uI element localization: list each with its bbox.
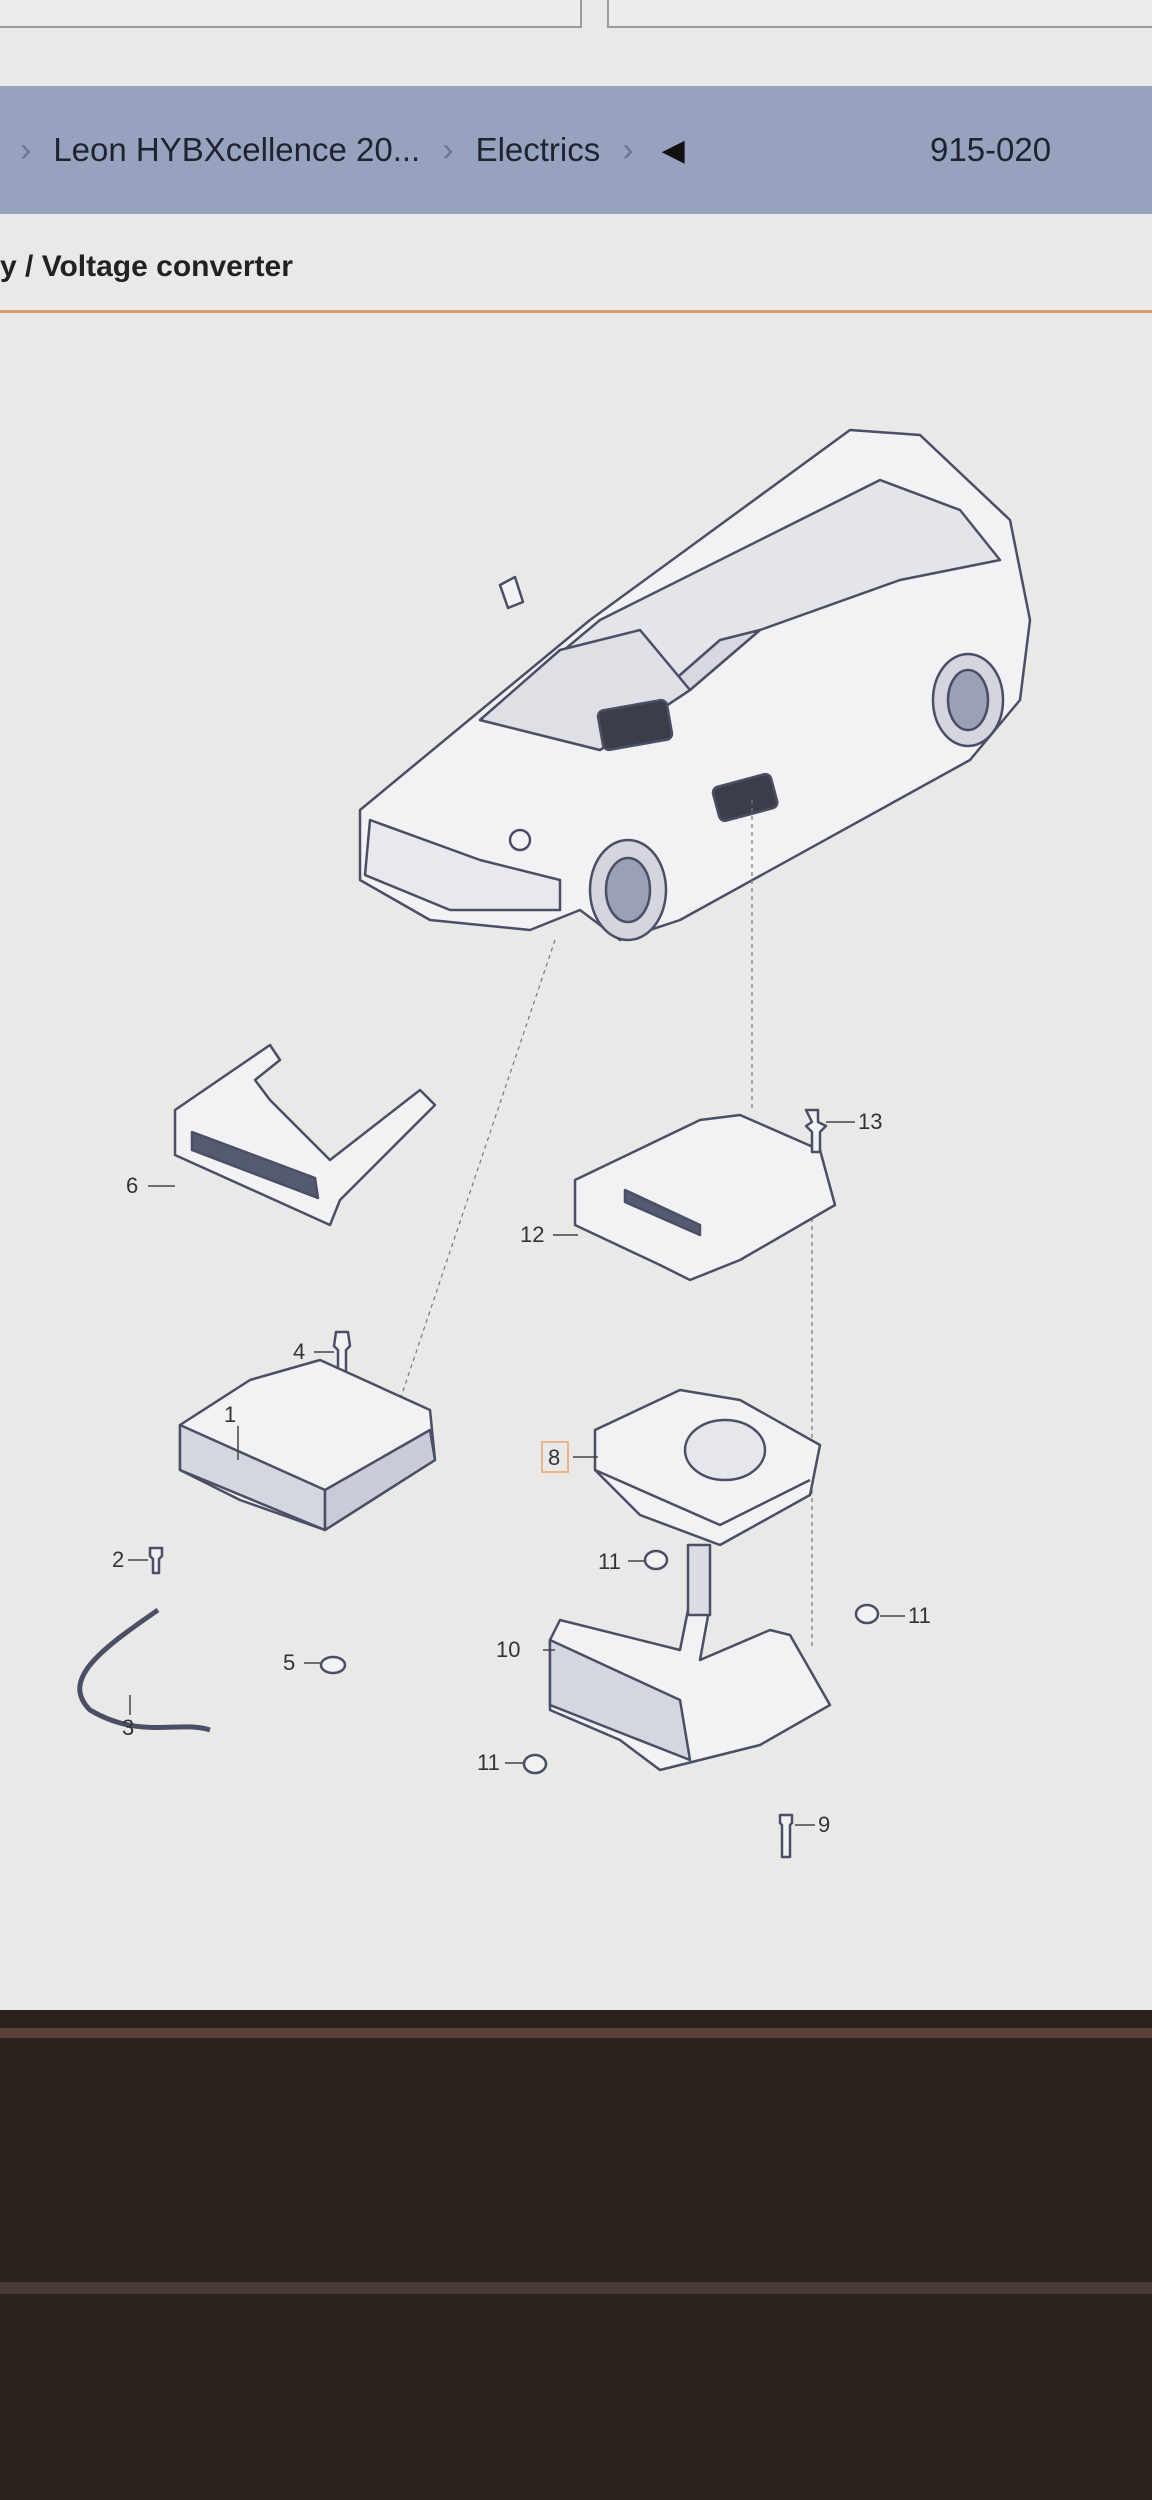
monitor-bezel-edge	[0, 2028, 1152, 2038]
part-2-screw	[148, 1546, 164, 1575]
part-4-screw	[332, 1330, 352, 1374]
part-3-cable	[77, 1607, 211, 1733]
leader-lines	[399, 800, 813, 1650]
label-12[interactable]: 12	[520, 1222, 544, 1247]
part-9-screw	[778, 1813, 794, 1859]
part-8-control-unit	[593, 1388, 822, 1547]
label-11[interactable]: 11	[908, 1603, 931, 1628]
divider	[0, 310, 1152, 313]
part-10-tray	[548, 1543, 832, 1772]
label-6[interactable]: 6	[126, 1173, 138, 1198]
chevron-right-icon: ›	[20, 130, 32, 169]
chevron-right-icon: ›	[622, 130, 634, 169]
chevron-right-icon: ›	[442, 130, 454, 169]
part-6-bracket	[173, 1043, 437, 1227]
car-illustration	[358, 428, 1032, 942]
breadcrumb: › Leon HYBXcellence 20... › Electrics › …	[0, 86, 1152, 214]
label-13[interactable]: 13	[858, 1109, 882, 1134]
triangle-left-icon[interactable]: ◀	[661, 133, 685, 167]
label-9[interactable]: 9	[818, 1812, 830, 1837]
monitor-bezel-edge	[0, 2282, 1152, 2294]
label-11[interactable]: 11	[598, 1549, 621, 1574]
label-8[interactable]: 8	[548, 1445, 560, 1470]
part-5-nut	[319, 1655, 347, 1675]
label-3[interactable]: 3	[122, 1715, 134, 1740]
label-5[interactable]: 5	[283, 1650, 295, 1675]
part-1-voltage-converter	[178, 1358, 437, 1532]
part-11-nut	[522, 1753, 548, 1775]
highlight-box	[541, 1441, 569, 1473]
parts-diagram: 6 12 13 4 1 8 11 11 2 10 5 3 11 9	[77, 428, 1032, 1859]
top-input-left[interactable]	[0, 0, 582, 28]
part-11-nut	[854, 1603, 880, 1625]
page-title: y / Voltage converter	[0, 250, 293, 283]
label-10[interactable]: 10	[496, 1637, 520, 1662]
label-4[interactable]: 4	[293, 1339, 305, 1364]
label-2[interactable]: 2	[112, 1547, 124, 1572]
screen: › Leon HYBXcellence 20... › Electrics › …	[0, 0, 1152, 2010]
top-input-right[interactable]	[607, 0, 1152, 28]
part-11-nut	[643, 1549, 669, 1571]
part-12-cover	[573, 1113, 837, 1282]
part-13-clip	[804, 1108, 828, 1154]
label-11[interactable]: 11	[477, 1750, 500, 1775]
breadcrumb-item-electrics[interactable]: Electrics	[475, 131, 601, 168]
breadcrumb-item-model[interactable]: Leon HYBXcellence 20...	[53, 131, 421, 168]
label-1[interactable]: 1	[224, 1402, 236, 1427]
group-code: 915-020	[930, 131, 1052, 168]
